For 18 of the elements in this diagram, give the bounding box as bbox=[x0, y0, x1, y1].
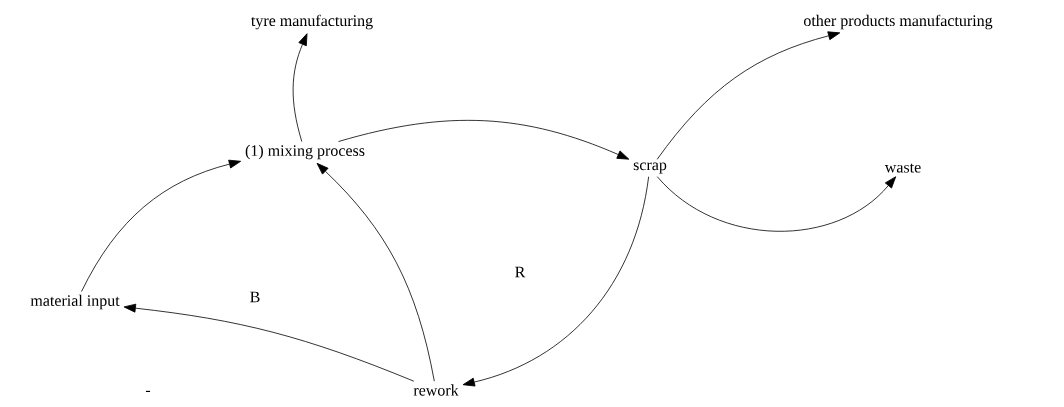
arrow bbox=[656, 31, 841, 160]
node-label: waste bbox=[884, 163, 921, 173]
edge-label: - bbox=[144, 389, 152, 397]
node-label: scrap bbox=[633, 162, 667, 174]
arrow bbox=[656, 176, 897, 232]
node-label: (1) mixing process bbox=[245, 144, 365, 160]
arrow bbox=[462, 176, 650, 387]
node-label: rework bbox=[413, 384, 459, 396]
node-label: tyre manufacturing bbox=[251, 14, 373, 30]
arrow bbox=[123, 303, 415, 382]
node-label: other products manufacturing bbox=[804, 14, 993, 30]
arrow bbox=[292, 33, 308, 142]
loop-label: R bbox=[515, 266, 526, 278]
arrow bbox=[81, 159, 242, 292]
arrow bbox=[316, 162, 435, 382]
arrow bbox=[338, 119, 630, 160]
node-label: material input bbox=[30, 294, 120, 310]
loop-label: B bbox=[250, 291, 260, 303]
